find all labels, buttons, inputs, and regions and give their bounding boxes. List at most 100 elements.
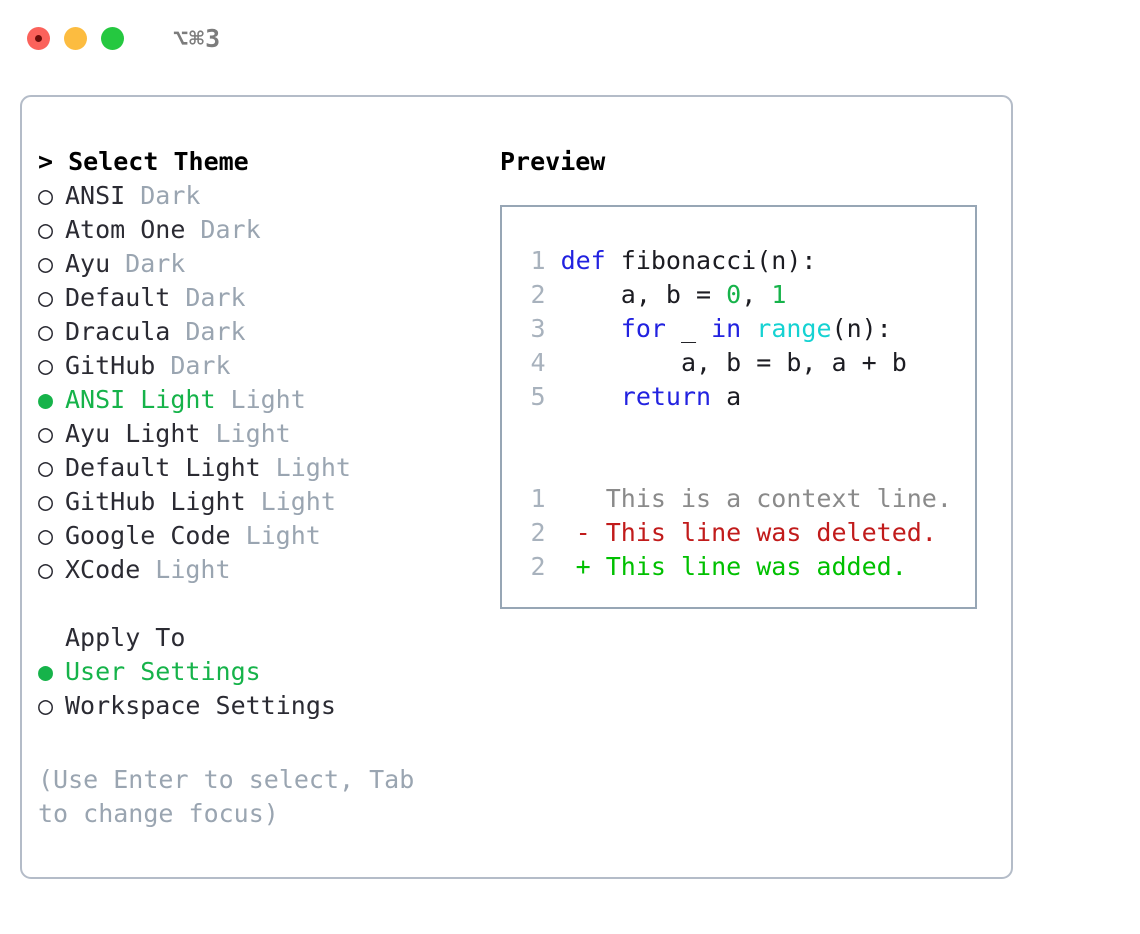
theme-option-name: Dracula xyxy=(65,317,171,346)
radio-unselected-icon[interactable]: ○ xyxy=(38,351,54,380)
code-line: 2 a, b = 0, 1 xyxy=(518,278,952,312)
theme-option-variant-tag: Dark xyxy=(200,215,261,244)
help-spacer xyxy=(38,723,478,763)
preview-title: Preview xyxy=(500,147,606,176)
code-token-plain: a xyxy=(711,382,742,411)
code-token-plain: _ xyxy=(665,314,712,343)
theme-option-name: Ayu xyxy=(65,249,111,278)
theme-option-variant-tag: Light xyxy=(230,385,306,414)
line-number: 4 xyxy=(530,348,546,377)
code-blank-line xyxy=(518,414,952,448)
theme-option-name: GitHub Light xyxy=(65,487,246,516)
apply-to-option-user-settings[interactable]: ● User Settings xyxy=(38,655,478,689)
code-line: 1 def fibonacci(n): xyxy=(518,244,952,278)
theme-option-atom-one[interactable]: ○ Atom One Dark xyxy=(38,213,478,247)
diff-line-number: 1 xyxy=(530,484,546,513)
radio-unselected-icon[interactable]: ○ xyxy=(38,283,54,312)
apply-to-option-list[interactable]: ● User Settings ○ Workspace Settings xyxy=(38,655,478,723)
theme-option-variant-tag: Light xyxy=(275,453,351,482)
preview-column: Preview xyxy=(500,145,1000,179)
radio-unselected-icon[interactable]: ○ xyxy=(38,181,54,210)
minimize-button-icon[interactable] xyxy=(64,26,87,50)
line-number: 1 xyxy=(530,246,546,275)
theme-option-google-code[interactable]: ○ Google Code Light xyxy=(38,519,478,553)
code-token-kw: return xyxy=(620,382,712,411)
code-token-plain: a, b = b, a + b xyxy=(560,348,907,377)
apply-to-option-workspace-settings[interactable]: ○ Workspace Settings xyxy=(38,689,478,723)
code-line: 5 return a xyxy=(518,380,952,414)
radio-unselected-icon[interactable]: ○ xyxy=(38,555,54,584)
diff-line-ctx: 1 This is a context line. xyxy=(518,482,952,516)
code-line: 4 a, b = b, a + b xyxy=(518,346,952,380)
maximize-button-icon[interactable] xyxy=(101,26,124,50)
code-line: 3 for _ in range(n): xyxy=(518,312,952,346)
radio-unselected-icon[interactable]: ○ xyxy=(38,317,54,346)
code-token-plain: a, b = xyxy=(560,280,727,309)
diff-line-text: This line was deleted. xyxy=(605,518,937,547)
diff-line-text: This is a context line. xyxy=(605,484,952,513)
diff-marker: - xyxy=(575,518,606,547)
radio-selected-icon[interactable]: ● xyxy=(38,657,54,686)
code-token-plain xyxy=(561,382,621,411)
diff-line-add: 2 + This line was added. xyxy=(518,550,952,584)
close-button-icon[interactable] xyxy=(27,26,50,50)
list-spacer xyxy=(38,587,478,621)
traffic-light-group xyxy=(27,26,124,50)
code-token-num: 0 xyxy=(726,280,742,309)
code-blank-line xyxy=(518,448,952,482)
theme-option-name: GitHub xyxy=(65,351,156,380)
theme-option-github[interactable]: ○ GitHub Dark xyxy=(38,349,478,383)
code-token-kw: def xyxy=(560,246,606,275)
theme-option-name: Default xyxy=(65,283,171,312)
radio-unselected-icon[interactable]: ○ xyxy=(38,215,54,244)
code-token-plain xyxy=(561,314,621,343)
theme-option-variant-tag: Dark xyxy=(170,351,231,380)
theme-option-name: Atom One xyxy=(65,215,186,244)
code-token-fn: range xyxy=(756,314,832,343)
radio-unselected-icon[interactable]: ○ xyxy=(38,453,54,482)
diff-line-number: 2 xyxy=(530,518,546,547)
theme-option-name: XCode xyxy=(65,555,141,584)
theme-option-variant-tag: Light xyxy=(155,555,231,584)
diff-line-text: This line was added. xyxy=(605,552,907,581)
radio-unselected-icon[interactable]: ○ xyxy=(38,521,54,550)
radio-unselected-icon[interactable]: ○ xyxy=(38,419,54,448)
radio-unselected-icon[interactable]: ○ xyxy=(38,249,54,278)
code-token-plain xyxy=(741,314,756,343)
diff-line-del: 2 - This line was deleted. xyxy=(518,516,952,550)
theme-option-name: Google Code xyxy=(65,521,231,550)
theme-option-variant-tag: Dark xyxy=(185,283,246,312)
apply-to-option-name: Workspace Settings xyxy=(65,691,336,720)
line-number: 5 xyxy=(530,382,546,411)
code-token-plain: (n): xyxy=(831,314,892,343)
radio-unselected-icon[interactable]: ○ xyxy=(38,487,54,516)
radio-selected-icon[interactable]: ● xyxy=(38,385,54,414)
help-hint-text: (Use Enter to select, Tab to change focu… xyxy=(38,765,415,828)
line-number: 3 xyxy=(530,314,546,343)
diff-line-number: 2 xyxy=(530,552,546,581)
radio-unselected-icon[interactable]: ○ xyxy=(38,691,54,720)
theme-option-default[interactable]: ○ Default Dark xyxy=(38,281,478,315)
theme-option-xcode[interactable]: ○ XCode Light xyxy=(38,553,478,587)
apply-to-option-name: User Settings xyxy=(65,657,261,686)
page-title: > Select Theme xyxy=(38,147,249,176)
line-number: 2 xyxy=(530,280,546,309)
apply-to-label: Apply To xyxy=(65,623,186,652)
code-token-num: 1 xyxy=(771,280,787,309)
window-titlebar: ⌥⌘3 xyxy=(0,0,1140,76)
diff-marker: + xyxy=(575,552,606,581)
theme-option-variant-tag: Light xyxy=(245,521,321,550)
code-token-kw: for xyxy=(620,314,666,343)
